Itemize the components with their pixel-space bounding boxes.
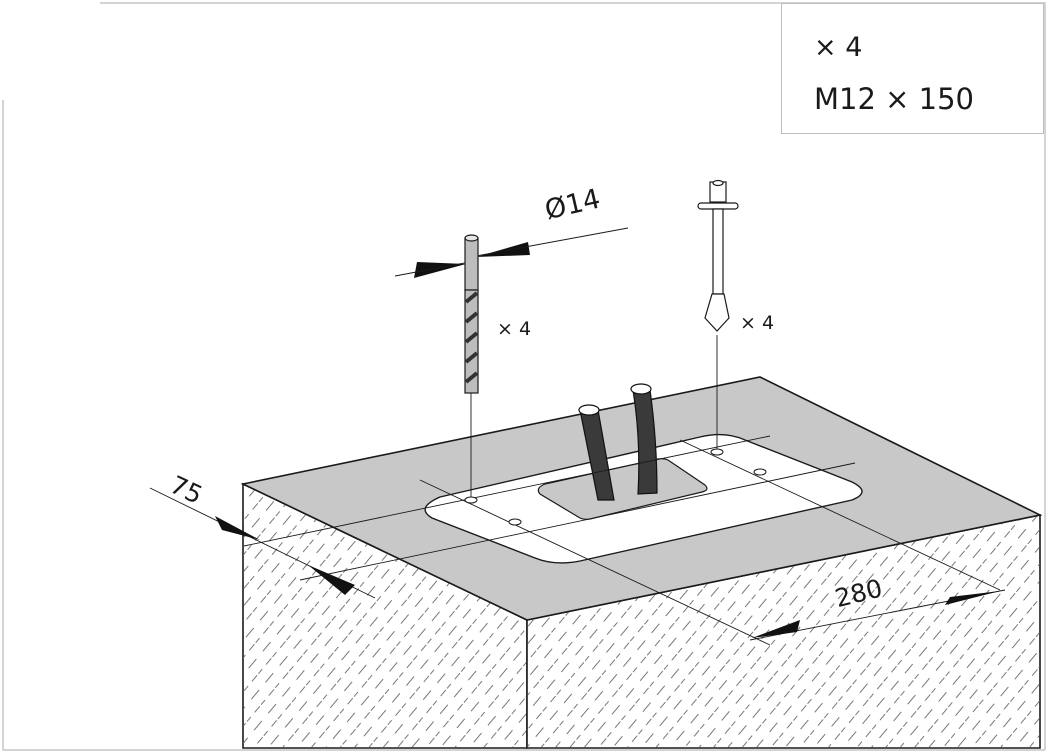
hole-layout-lines xyxy=(149,236,1006,646)
plate-recess xyxy=(537,458,708,520)
hole-markers xyxy=(464,448,767,526)
drill-quantity-label: × 4 xyxy=(497,318,532,340)
concrete-block xyxy=(240,376,1043,749)
block-left-hatch xyxy=(243,484,527,748)
anchor-quantity-label: × 4 xyxy=(740,312,775,334)
legend-quantity: × 4 xyxy=(814,32,863,63)
anchor-bolt-icon xyxy=(697,179,739,332)
diameter-dimension-line xyxy=(394,227,629,277)
drill-bit-icon xyxy=(464,234,479,394)
legend-size: M12 × 150 xyxy=(814,82,975,116)
cables xyxy=(578,383,658,501)
fastener-legend: × 4 M12 × 150 xyxy=(781,3,1044,134)
